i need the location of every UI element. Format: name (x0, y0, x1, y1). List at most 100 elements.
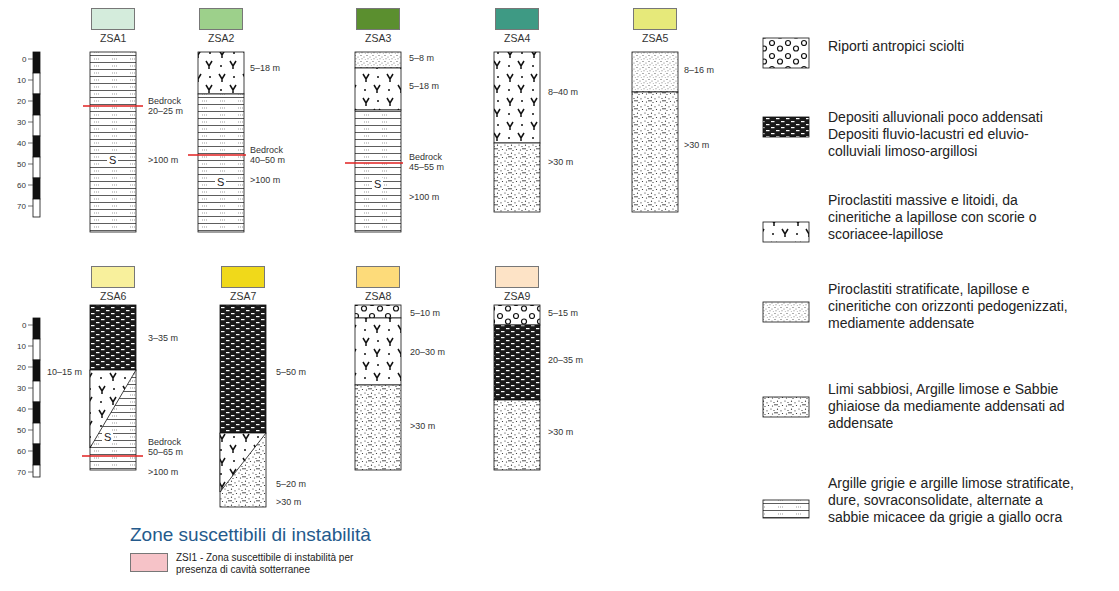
thickness-label: >100 m (148, 467, 178, 477)
zone-swatch (130, 553, 168, 572)
legend-pattern (763, 500, 809, 518)
soil-symbol: S (107, 154, 118, 166)
clay-layer (198, 94, 244, 232)
scale-ticks (28, 59, 33, 472)
zone-swatch (91, 266, 135, 288)
bedrock-line (83, 105, 143, 107)
thickness-label: 5–18 m (250, 63, 280, 73)
depth-tick-label: 50 (17, 160, 26, 169)
thickness-label: >100 m (409, 192, 439, 202)
depth-tick-label: 60 (17, 447, 26, 456)
fill-layer (355, 305, 401, 318)
scale-segment (33, 199, 40, 217)
clay-layer (90, 52, 136, 232)
soil-symbol: S (215, 176, 226, 188)
depth-tick-label: 30 (17, 118, 26, 127)
stratified-pyroclastic-layer (632, 52, 678, 92)
scale-segment (33, 318, 40, 339)
zone-label: ZSA7 (230, 290, 256, 302)
legend-pattern (763, 397, 809, 417)
scale-segment (33, 339, 40, 360)
thickness-label: 3–35 m (148, 333, 178, 343)
bedrock-label: Bedrock 50–65 m (148, 437, 192, 458)
thickness-label: 20–30 m (410, 347, 445, 357)
legend-text: Piroclastiti massive e litoidi, da ciner… (828, 192, 1078, 243)
depth-tick-label: 0 (22, 55, 26, 64)
clay-layer (90, 370, 136, 470)
depth-tick-label: 10 (17, 342, 26, 351)
zone-swatch (633, 8, 677, 30)
bedrock-label: Bedrock 20–25 m (148, 96, 192, 117)
depth-tick-label: 20 (17, 363, 26, 372)
scale-segment (33, 94, 40, 115)
scale-segment (33, 444, 40, 465)
thickness-label: >100 m (250, 175, 280, 185)
zone-label: ZSA8 (365, 290, 391, 302)
thickness-label: >30 m (548, 157, 573, 167)
silty-sand-layer (355, 385, 401, 470)
scale-segment (33, 73, 40, 94)
thickness-label: 5–18 m (409, 81, 439, 91)
zone-label: ZSA1 (100, 32, 126, 44)
thickness-label: 8–40 m (548, 87, 578, 97)
scale-segment (33, 136, 40, 157)
legend-text: Depositi alluvionali poco addensati Depo… (828, 109, 1078, 160)
alluvial-layer (494, 325, 540, 400)
bedrock-lines (82, 106, 403, 456)
legend-pattern (763, 38, 809, 68)
scale-segment (33, 157, 40, 178)
legend-pattern (763, 117, 809, 137)
alluvial-layer (220, 305, 266, 433)
thickness-label: >30 m (548, 427, 573, 437)
thickness-label: 5–20 m (276, 479, 306, 489)
zone-swatch (221, 266, 265, 288)
scale-segment (33, 465, 40, 477)
thickness-label: 5–50 m (276, 367, 306, 377)
scale-segment (33, 52, 40, 73)
pyroclastic-wedge (220, 433, 266, 492)
zone-swatch (91, 8, 135, 30)
legend-text: Limi sabbiosi, Argille limose e Sabbie g… (828, 381, 1078, 432)
thickness-label: >30 m (684, 140, 709, 150)
thickness-label: 10–15 m (47, 367, 82, 377)
zone-label: ZSA4 (504, 32, 530, 44)
section-title: Zone suscettibili di instabilità (130, 524, 371, 546)
massive-pyroclastic-layer (198, 52, 244, 94)
depth-tick-label: 40 (17, 139, 26, 148)
depth-tick-label: 40 (17, 405, 26, 414)
zone-swatch (356, 266, 400, 288)
bedrock-label: Bedrock 40–50 m (250, 145, 294, 166)
bedrock-label: Bedrock 45–55 m (409, 152, 453, 173)
silty-sand-layer (220, 433, 266, 507)
bedrock-line (82, 455, 143, 457)
silty-sand-layer (632, 92, 678, 212)
depth-tick-label: 20 (17, 97, 26, 106)
depth-tick-label: 60 (17, 181, 26, 190)
thickness-label: >30 m (410, 421, 435, 431)
stratified-pyroclastic-layer (355, 52, 401, 68)
zone-swatch (495, 8, 539, 30)
massive-pyroclastic-layer (355, 318, 401, 385)
legend-pattern (763, 222, 809, 242)
thickness-label: 5–15 m (548, 308, 578, 318)
thickness-label: >30 m (276, 497, 301, 507)
depth-scale (33, 52, 40, 477)
zone-swatch (356, 8, 400, 30)
bedrock-line (188, 154, 246, 156)
scale-segment (33, 360, 40, 381)
massive-pyroclastic-layer (355, 68, 401, 110)
massive-pyroclastic-layer (494, 52, 540, 143)
zone-swatch (495, 266, 539, 288)
pyroclastic-wedge (90, 370, 136, 448)
thickness-label: 5–8 m (409, 53, 434, 63)
legend-pattern (763, 302, 809, 322)
scale-segment (33, 178, 40, 199)
fill-layer (494, 305, 540, 325)
zone-label: ZSA3 (365, 32, 391, 44)
clay-layer (355, 110, 401, 232)
zone-swatch (199, 8, 243, 30)
thickness-label: 5–10 m (410, 308, 440, 318)
silty-sand-layer (494, 400, 540, 470)
scale-segment (33, 402, 40, 423)
